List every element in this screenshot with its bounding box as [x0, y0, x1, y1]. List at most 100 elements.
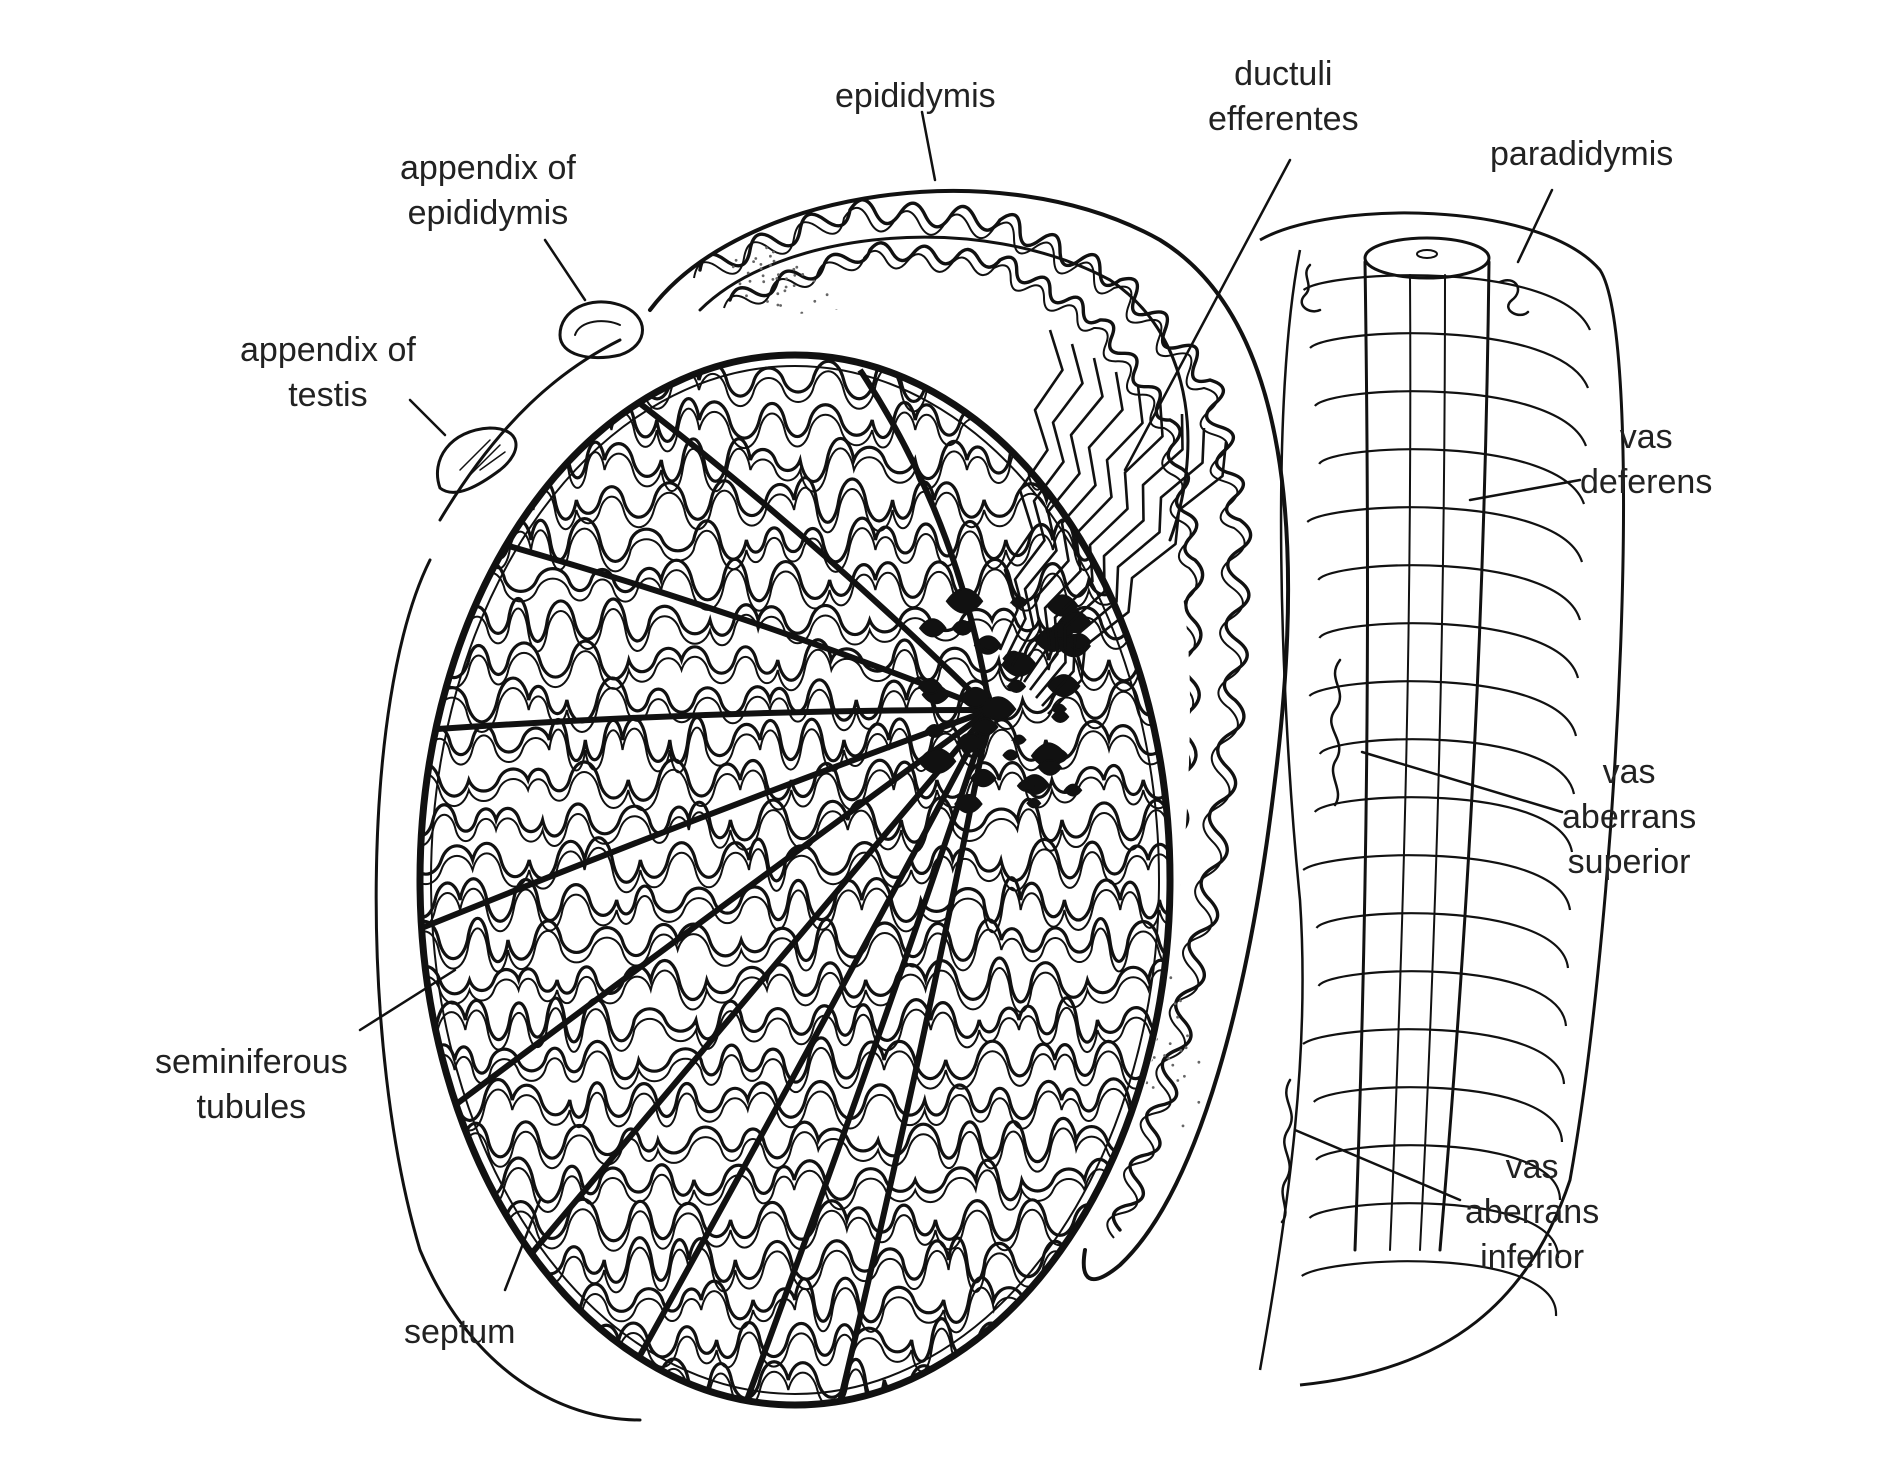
stipple-dot [734, 258, 738, 262]
septum-line [452, 707, 993, 1108]
efferent-duct [1047, 441, 1228, 715]
rete-channel [954, 793, 983, 814]
septum-line [528, 707, 993, 1257]
stipple-dot [1200, 1152, 1204, 1156]
tubule-coil [420, 1197, 1170, 1243]
stipple-dot [1146, 955, 1150, 958]
stipple-dot [779, 304, 782, 307]
septum-line [857, 368, 993, 711]
label-vas-aberrans-superior: vas aberrans superior [1562, 750, 1696, 885]
stipple-dot [1183, 1074, 1186, 1078]
cord-fold [1318, 622, 1580, 679]
stipple-dot [919, 515, 922, 518]
cord-fold [1315, 1144, 1562, 1201]
stipple-dot [754, 257, 758, 260]
rete-channel [918, 618, 947, 638]
rete-channel [969, 768, 997, 788]
stipple-dot [1105, 842, 1109, 846]
tubule-coil [420, 676, 1170, 724]
stipple-dot [811, 341, 814, 345]
label-vas-sup-line-3: superior [1567, 843, 1691, 881]
stipple-dot [1169, 976, 1173, 980]
stipple-dot [859, 426, 863, 430]
tubule-coil [420, 956, 1170, 1004]
stipple-dot [835, 337, 839, 341]
rete-channel [1026, 797, 1042, 809]
stipple-dot [1042, 676, 1046, 680]
stipple-dot [932, 445, 936, 449]
label-vas-sup-line-1: vas [1602, 753, 1656, 791]
stipple-dot [1197, 1100, 1201, 1104]
tubule-coil [420, 1167, 1170, 1213]
label-appendix-epi-line-2: epididymis [407, 194, 569, 232]
septum-line [635, 399, 993, 713]
stipple-dot [1063, 818, 1067, 821]
stipple-dot [1176, 1079, 1180, 1082]
efferent-duct [1028, 399, 1164, 691]
cord-fold [1313, 1086, 1564, 1143]
stipple-dot [971, 653, 975, 657]
stipple-dot [1104, 966, 1107, 970]
efferent-duct [1035, 413, 1184, 699]
stipple-dot [785, 277, 788, 281]
septum-line [503, 542, 993, 713]
tubule-coil [420, 876, 1170, 924]
stipple-dot [769, 263, 772, 267]
stipple-dot [1105, 844, 1109, 847]
tubule-coil [420, 796, 1170, 844]
stipple-dot [1211, 1158, 1214, 1162]
stipple-dot [825, 319, 829, 323]
stipple-dot [1228, 1138, 1232, 1141]
stipple-dot [969, 584, 973, 587]
tubule-coil [420, 1076, 1170, 1124]
appendix-of-testis-shape [435, 426, 518, 494]
tubule-coil [420, 967, 1170, 1013]
septum-line [418, 707, 993, 932]
tubule-coil [420, 1117, 1170, 1163]
label-seminiferous-line-1: seminiferous [155, 1043, 348, 1081]
stipple-dot [1083, 907, 1087, 911]
rete-channel [917, 747, 957, 775]
stipple-dot [795, 265, 799, 269]
efferent-duct [998, 329, 1064, 651]
stipple-dot [759, 267, 763, 270]
label-seminiferous-line-2: tubules [196, 1088, 307, 1126]
stipple-dot [1142, 959, 1146, 963]
stipple-dot [881, 414, 885, 418]
label-ductuli-efferentes: ductuli efferentes [1208, 52, 1359, 142]
stipple-dot [1126, 961, 1130, 965]
stipple-dot [860, 334, 864, 338]
stipple-dot [722, 238, 726, 242]
rete-channel [945, 587, 984, 614]
label-vas-inf-line-3: inferior [1480, 1238, 1585, 1276]
stipple-dot [1179, 999, 1182, 1003]
tubule-coil [420, 1276, 1170, 1324]
stipple-dot [837, 344, 841, 348]
rete-channel [924, 724, 945, 738]
rete-channel [955, 732, 986, 753]
stipple-dot [1095, 904, 1099, 908]
stipple-dot [1145, 1081, 1149, 1085]
stipple-dot [1103, 844, 1107, 847]
tubule-coil [420, 1208, 1170, 1252]
stipple-dot [1077, 885, 1081, 889]
stipple-dot [814, 318, 818, 321]
label-vas-aberrans-inferior: vas aberrans inferior [1465, 1145, 1599, 1280]
stipple-dot [772, 259, 776, 263]
label-vas-inf-line-2: aberrans [1465, 1193, 1600, 1231]
stipple-dot [772, 250, 775, 254]
rete-channel [1063, 783, 1083, 797]
cord-fold [1308, 680, 1578, 737]
stipple-dot [1043, 722, 1046, 725]
stipple-dot [752, 260, 755, 263]
stipple-dot [766, 300, 769, 303]
tubule-coil [420, 568, 1170, 612]
tubule-coil [420, 847, 1170, 893]
stipple-dot [748, 279, 752, 283]
label-vas-sup-line-2: aberrans [1562, 798, 1697, 836]
stipple-dot [776, 303, 780, 307]
label-appendix-testis-line-1: appendix of [240, 331, 416, 369]
stipple-dot [1228, 1146, 1232, 1149]
stipple-dot [825, 293, 829, 297]
